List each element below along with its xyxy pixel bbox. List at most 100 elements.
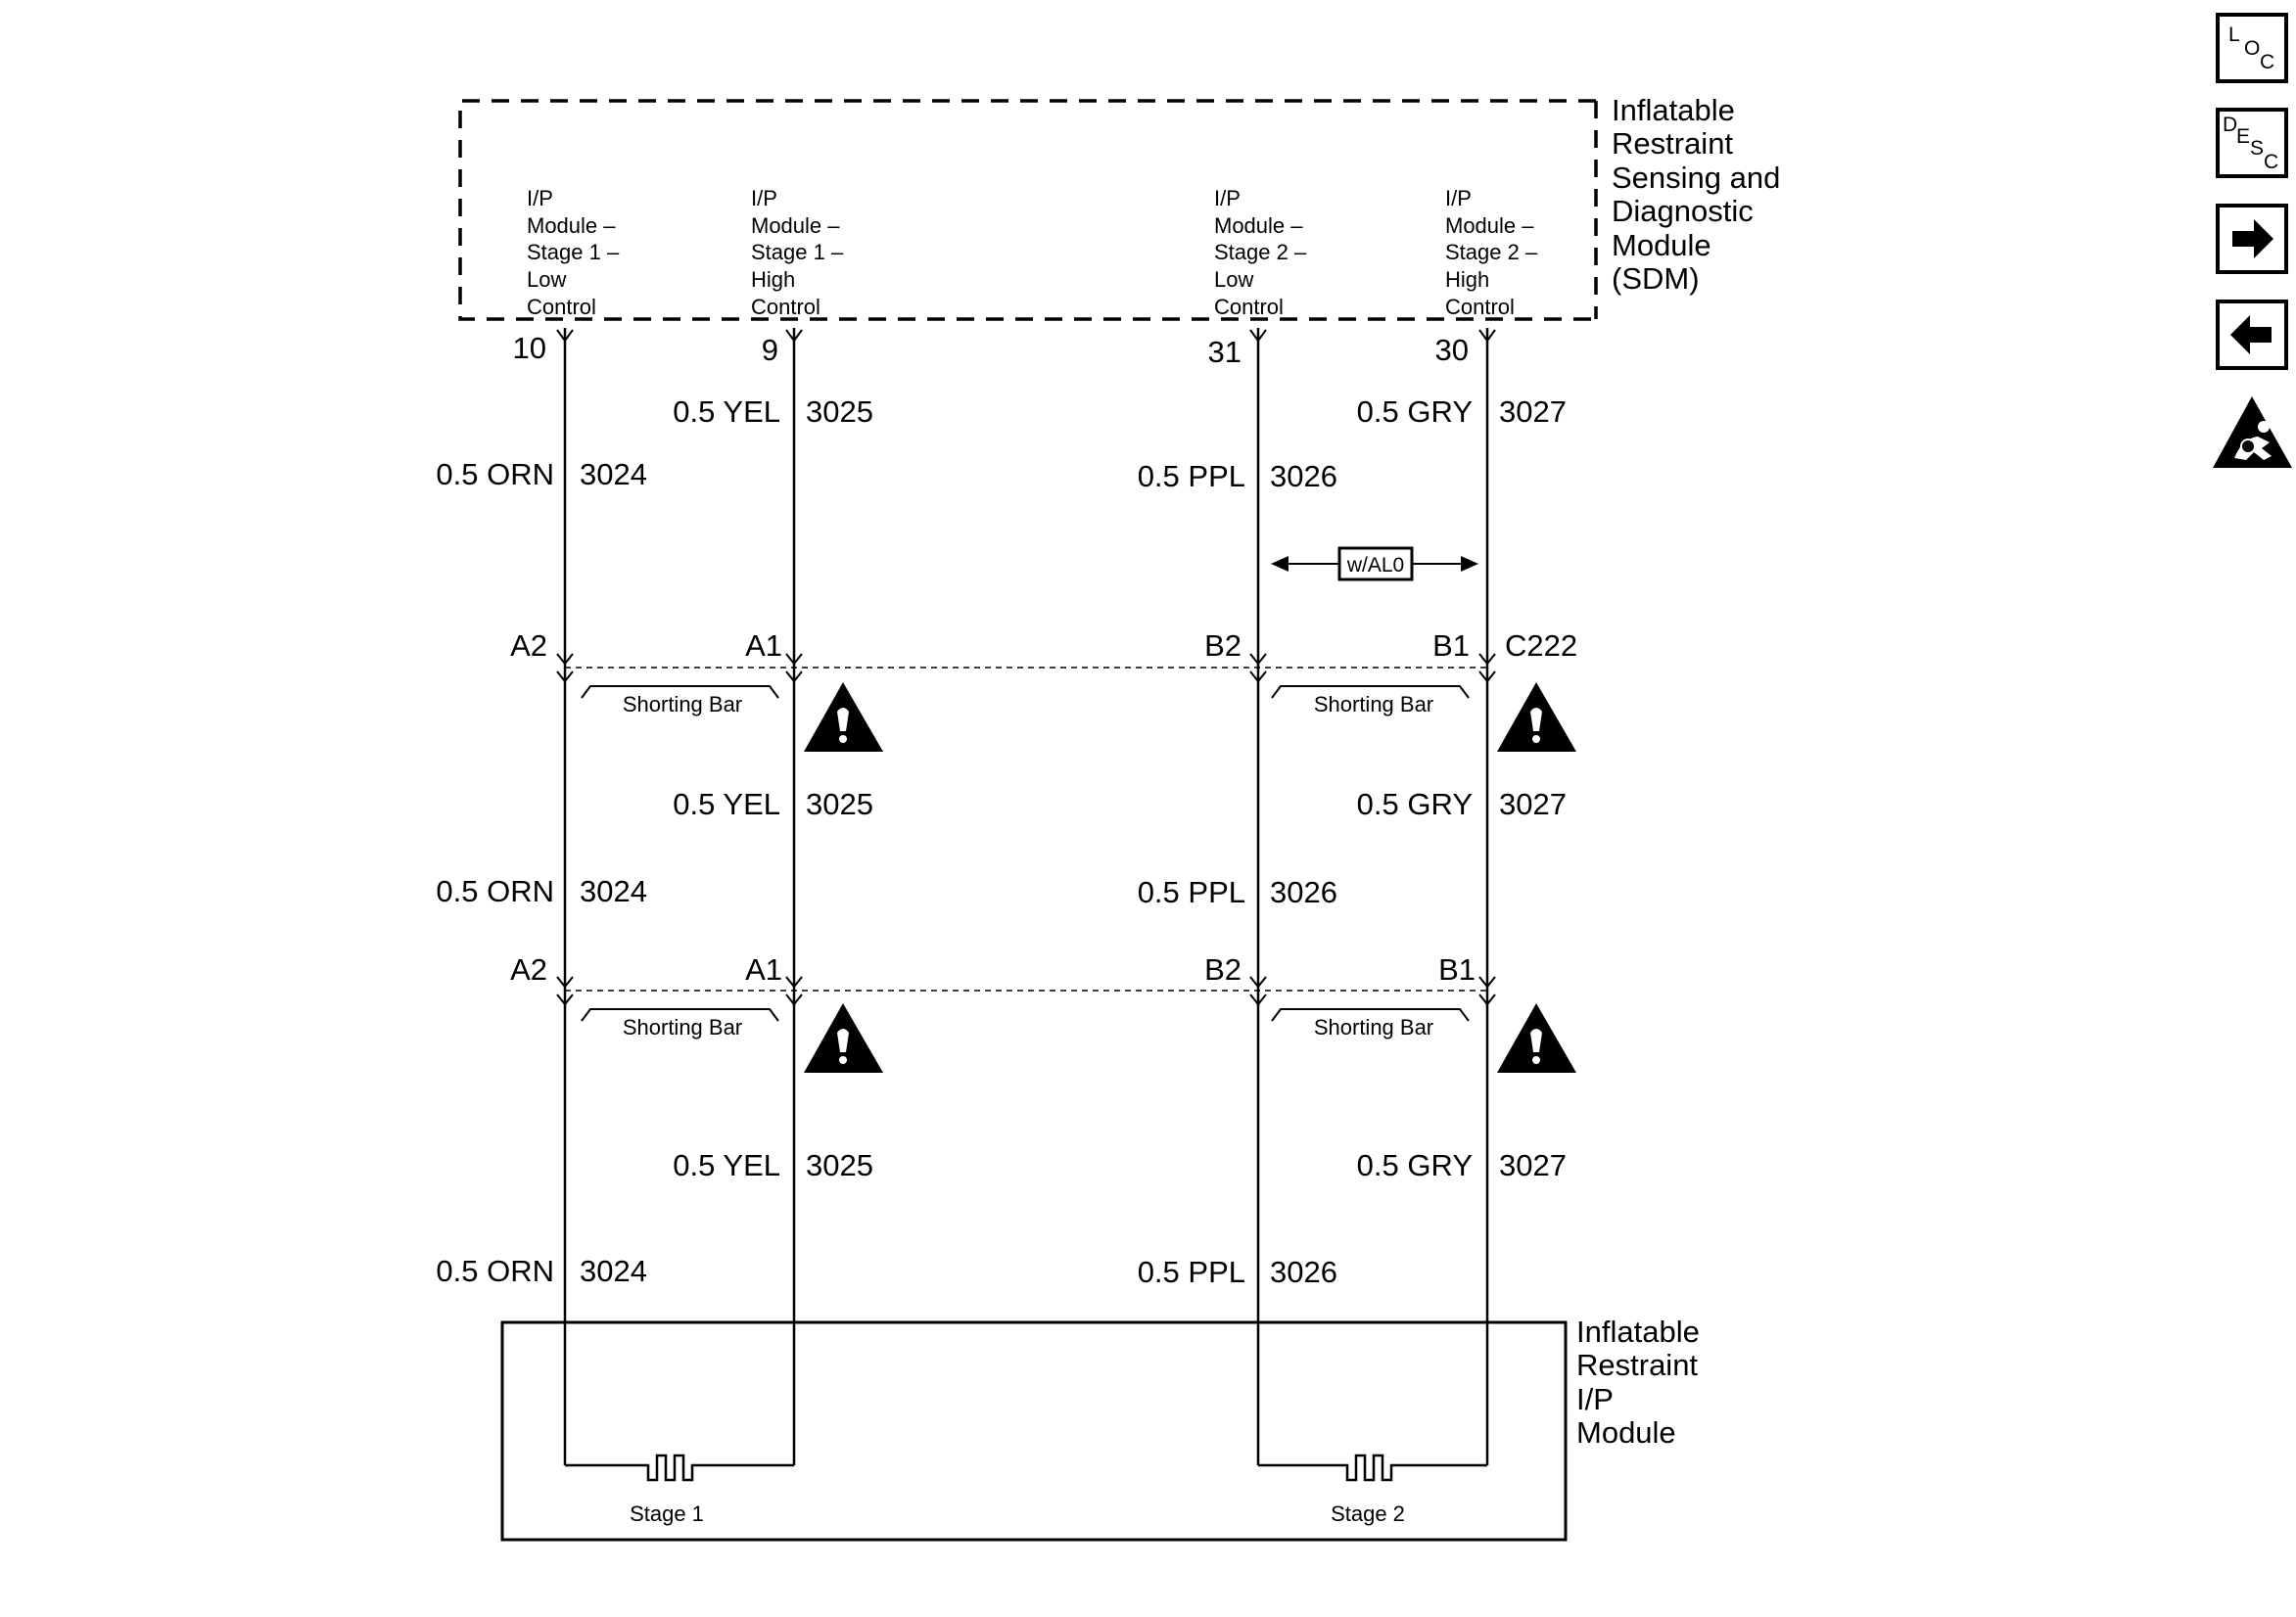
- squib-stage-1: [565, 1454, 794, 1482]
- circuit-label-line: Low: [527, 267, 566, 292]
- connector-c222: A2 A1 B2 B1 C222 Shorting Bar Shorting B…: [510, 628, 1577, 752]
- desc-letter: D: [2223, 114, 2237, 136]
- pin-number: 9: [762, 333, 778, 367]
- ip-module-title-line: Restraint: [1576, 1348, 1698, 1382]
- sdm-title-line-4: Diagnostic: [1612, 194, 1754, 228]
- stage-1-label: Stage 1: [630, 1502, 704, 1526]
- circuit-label-line: Stage 1 –: [751, 240, 844, 264]
- connector-pin-label: A2: [510, 628, 547, 663]
- connector-chevron: [556, 976, 574, 989]
- prev-button[interactable]: [2216, 300, 2288, 370]
- connector-pin-label: A2: [510, 952, 547, 987]
- wire-circuit-number: 3027: [1499, 394, 1567, 429]
- sdm-module: Inflatable Restraint Sensing and Diagnos…: [458, 93, 1780, 321]
- loc-button-frame[interactable]: [2216, 13, 2288, 83]
- option-box: [1337, 546, 1414, 581]
- wire-color-label: 0.5 ORN: [436, 457, 554, 491]
- circuit-label-line: I/P: [1445, 186, 1472, 210]
- sdm-circuit-4-label: I/P Module – Stage 2 – High Control: [1445, 186, 1538, 319]
- shorting-bar-bracket: [1271, 685, 1470, 699]
- ip-module-title-line: Inflatable: [1576, 1315, 1700, 1349]
- warning-icon: [1497, 1003, 1576, 1073]
- left-arrow-icon[interactable]: [2230, 315, 2272, 354]
- circuit-label-line: I/P: [1214, 186, 1241, 210]
- loc-button[interactable]: L O C: [2216, 13, 2288, 83]
- circuit-label-line: Control: [1445, 295, 1515, 319]
- shorting-bar: Shorting Bar: [1271, 685, 1470, 716]
- desc-button[interactable]: D E S C: [2216, 108, 2288, 178]
- circuit-label-line: Control: [527, 295, 596, 319]
- circuit-label-line: Stage 1 –: [527, 240, 620, 264]
- connector-chevron: [785, 670, 803, 683]
- shorting-bar-label: Shorting Bar: [623, 692, 742, 716]
- wire-color-label: 0.5 GRY: [1357, 394, 1473, 429]
- sdm-circuit-2-label: I/P Module – Stage 1 – High Control: [751, 186, 844, 319]
- squib-stage-2: [1258, 1454, 1487, 1482]
- pin-number: 31: [1208, 335, 1242, 369]
- terminal-chevron: [785, 329, 803, 343]
- ip-module-title-line: I/P: [1576, 1382, 1614, 1416]
- wire-circuit-number: 3026: [1270, 459, 1337, 493]
- connector-chevron: [1249, 670, 1267, 683]
- next-button[interactable]: [2216, 204, 2288, 274]
- connector-pin-label: B1: [1432, 628, 1470, 663]
- connector-chevron: [1478, 653, 1496, 666]
- wire-color-label: 0.5 GRY: [1357, 787, 1473, 821]
- circuit-label-line: I/P: [527, 186, 553, 210]
- wire-circuit-number: 3025: [806, 394, 873, 429]
- wire-circuit-number: 3027: [1499, 787, 1567, 821]
- wire-color-label: 0.5 PPL: [1138, 1255, 1245, 1289]
- connector-chevron: [1478, 993, 1496, 1006]
- shorting-bar-label: Shorting Bar: [1314, 1015, 1433, 1040]
- terminal-chevron: [556, 329, 574, 343]
- terminal-chevron: [1478, 329, 1496, 343]
- wire-circuit-number: 3024: [580, 1254, 647, 1288]
- sdm-terminals: [556, 329, 1496, 343]
- shorting-bar-bracket: [581, 685, 779, 699]
- wire-color-label: 0.5 GRY: [1357, 1148, 1473, 1182]
- stage-2-label: Stage 2: [1331, 1502, 1405, 1526]
- wires: [563, 328, 1489, 1465]
- circuit-label-line: Stage 2 –: [1214, 240, 1307, 264]
- connector-pin-label: A1: [745, 628, 782, 663]
- connector-chevron: [1249, 976, 1267, 989]
- right-arrow-icon[interactable]: [2232, 219, 2273, 258]
- wire-color-label: 0.5 YEL: [673, 787, 780, 821]
- shorting-bar: Shorting Bar: [581, 1008, 779, 1040]
- circuit-label-line: High: [1445, 267, 1489, 292]
- connector-pin-label: B2: [1204, 952, 1242, 987]
- loc-letter: C: [2260, 51, 2274, 73]
- sdm-circuit-3-label: I/P Module – Stage 2 – Low Control: [1214, 186, 1307, 319]
- ip-module: Inflatable Restraint I/P Module Stage 1 …: [500, 1315, 1700, 1542]
- shorting-bar-label: Shorting Bar: [623, 1015, 742, 1040]
- pin-number: 10: [513, 331, 546, 365]
- terminal-chevron: [1249, 329, 1267, 343]
- wire-color-label: 0.5 YEL: [673, 394, 780, 429]
- ip-module-box: [500, 1320, 1568, 1542]
- sdm-title-line-3: Sensing and: [1612, 161, 1780, 195]
- connector-chevron: [556, 993, 574, 1006]
- right-arrow-icon: [1461, 556, 1478, 572]
- desc-button-frame[interactable]: [2216, 108, 2288, 178]
- desc-letter: S: [2250, 137, 2264, 160]
- circuit-label-line: Control: [1214, 295, 1284, 319]
- airbag-warning-icon[interactable]: [2213, 396, 2292, 468]
- connector-lower: A2 A1 B2 B1 Shorting Bar Shorting Bar: [510, 952, 1576, 1073]
- shorting-bar-bracket: [1271, 1008, 1470, 1022]
- wire-circuit-number: 3027: [1499, 1148, 1567, 1182]
- wire-color-label: 0.5 PPL: [1138, 875, 1245, 909]
- sdm-title-line-6: (SDM): [1612, 261, 1700, 296]
- connector-chevron: [1478, 976, 1496, 989]
- ip-module-title-line: Module: [1576, 1415, 1676, 1450]
- warning-icon: [1497, 682, 1576, 752]
- wire-color-label: 0.5 ORN: [436, 874, 554, 908]
- sdm-circuit-1-label: I/P Module – Stage 1 – Low Control: [527, 186, 620, 319]
- circuit-label-line: High: [751, 267, 795, 292]
- connector-chevron: [785, 993, 803, 1006]
- option-indicator: w/AL0: [1271, 546, 1478, 581]
- sdm-dashed-border: [458, 99, 1596, 321]
- connector-chevron: [785, 976, 803, 989]
- circuit-label-line: I/P: [751, 186, 777, 210]
- desc-letter: E: [2236, 125, 2250, 148]
- shorting-bar-bracket: [581, 1008, 779, 1022]
